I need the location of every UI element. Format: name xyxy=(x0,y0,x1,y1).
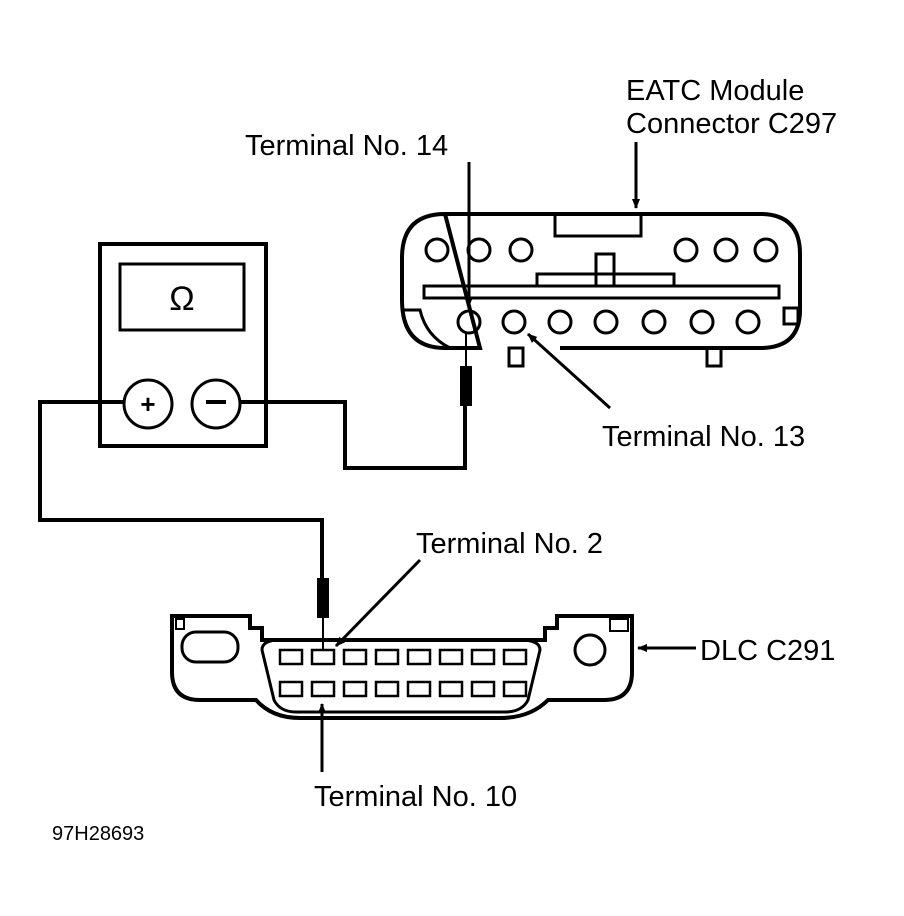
pin xyxy=(406,648,432,666)
eatc-label-line2: Connector C297 xyxy=(626,108,837,140)
dlc-bottom-pin-row xyxy=(278,680,528,698)
dlc-connector xyxy=(170,614,634,720)
pin-terminal-10 xyxy=(310,680,336,698)
pin xyxy=(673,237,699,263)
connector-key xyxy=(402,308,451,350)
arrow-terminal-2 xyxy=(334,558,422,648)
meter-display xyxy=(118,262,246,332)
pin xyxy=(374,680,400,698)
pin xyxy=(470,648,496,666)
connector-rib xyxy=(535,272,676,288)
callout-arrows xyxy=(318,142,696,772)
dlc-corner-tab xyxy=(175,618,185,630)
dlc-label: DLC C291 xyxy=(700,635,835,667)
pin xyxy=(466,237,492,263)
arrow-terminal-13 xyxy=(526,332,612,410)
eatc-label-line1: EATC Module xyxy=(626,75,804,107)
pin-terminal-1 xyxy=(278,648,304,666)
pin xyxy=(438,680,464,698)
connector-rail xyxy=(422,284,781,300)
pin xyxy=(374,648,400,666)
pin xyxy=(470,680,496,698)
pin xyxy=(278,680,304,698)
terminal-13-label: Terminal No. 13 xyxy=(602,421,805,453)
pin xyxy=(424,237,450,263)
dlc-top-pin-row xyxy=(278,648,528,666)
pin xyxy=(547,309,573,335)
dlc-corner-tab xyxy=(609,618,629,632)
pin xyxy=(753,237,779,263)
terminal-2-label: Terminal No. 2 xyxy=(416,528,603,560)
pin xyxy=(641,309,667,335)
connector-housing xyxy=(400,211,802,350)
connector-foot xyxy=(507,346,525,368)
positive-lead xyxy=(38,400,324,580)
pin xyxy=(342,648,368,666)
terminal-14-label: Terminal No. 14 xyxy=(245,130,448,162)
pin-terminal-14 xyxy=(456,309,482,335)
positive-probe xyxy=(317,578,329,618)
pin xyxy=(713,237,739,263)
dlc-housing xyxy=(170,614,634,720)
negative-lead xyxy=(240,400,467,470)
pin-terminal-2 xyxy=(310,648,336,666)
pin xyxy=(593,309,619,335)
top-pin-row xyxy=(424,237,779,263)
pin xyxy=(502,648,528,666)
negative-probe xyxy=(460,366,472,406)
connector-post xyxy=(594,252,616,288)
pin xyxy=(438,648,464,666)
pin xyxy=(342,680,368,698)
connector-latch xyxy=(553,212,643,238)
connector-tab xyxy=(782,306,800,326)
figure-id: 97H28693 xyxy=(52,823,144,845)
dlc-shroud xyxy=(260,638,542,714)
pin xyxy=(689,309,715,335)
pin-terminal-13 xyxy=(501,309,527,335)
plus-icon: + xyxy=(140,389,155,419)
connector-foot xyxy=(705,346,723,368)
pin xyxy=(502,680,528,698)
terminal-10-label: Terminal No. 10 xyxy=(314,781,517,813)
eatc-connector xyxy=(400,211,802,368)
dlc-mount-slot xyxy=(180,630,240,664)
pin xyxy=(508,237,534,263)
pin xyxy=(735,309,761,335)
ohmmeter: Ω + xyxy=(98,242,268,448)
test-leads xyxy=(38,332,472,650)
bottom-pin-row xyxy=(456,309,761,335)
ohm-icon: Ω xyxy=(169,280,194,318)
pin xyxy=(406,680,432,698)
dlc-mount-hole xyxy=(573,633,607,667)
